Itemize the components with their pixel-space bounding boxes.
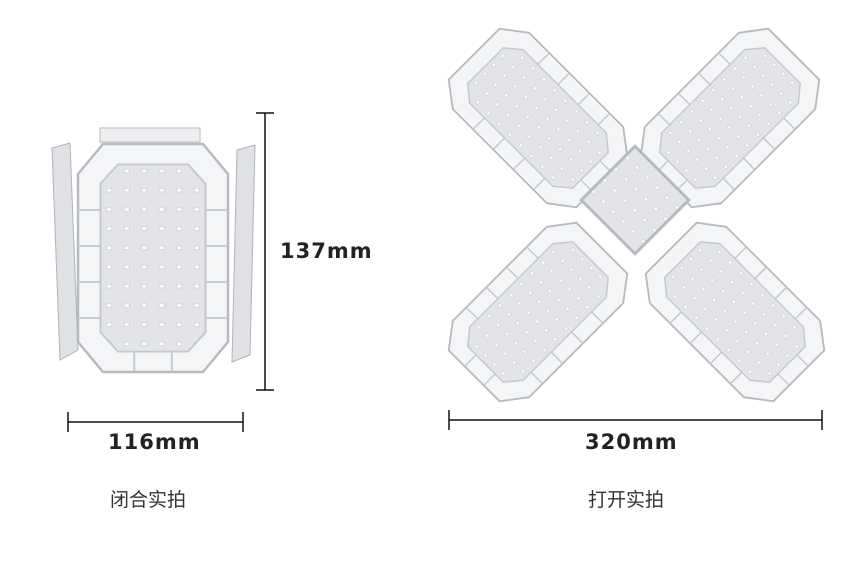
open-lamp-image	[435, 15, 838, 415]
open-caption: 打开实拍	[588, 489, 665, 511]
closed-lamp-image	[51, 127, 256, 374]
closed-height-label: 137mm	[280, 239, 373, 263]
closed-caption: 闭合实拍	[110, 489, 187, 511]
closed-width-label: 116mm	[108, 430, 201, 454]
dimension-lines	[67, 112, 823, 432]
open-width-label: 320mm	[585, 430, 678, 454]
